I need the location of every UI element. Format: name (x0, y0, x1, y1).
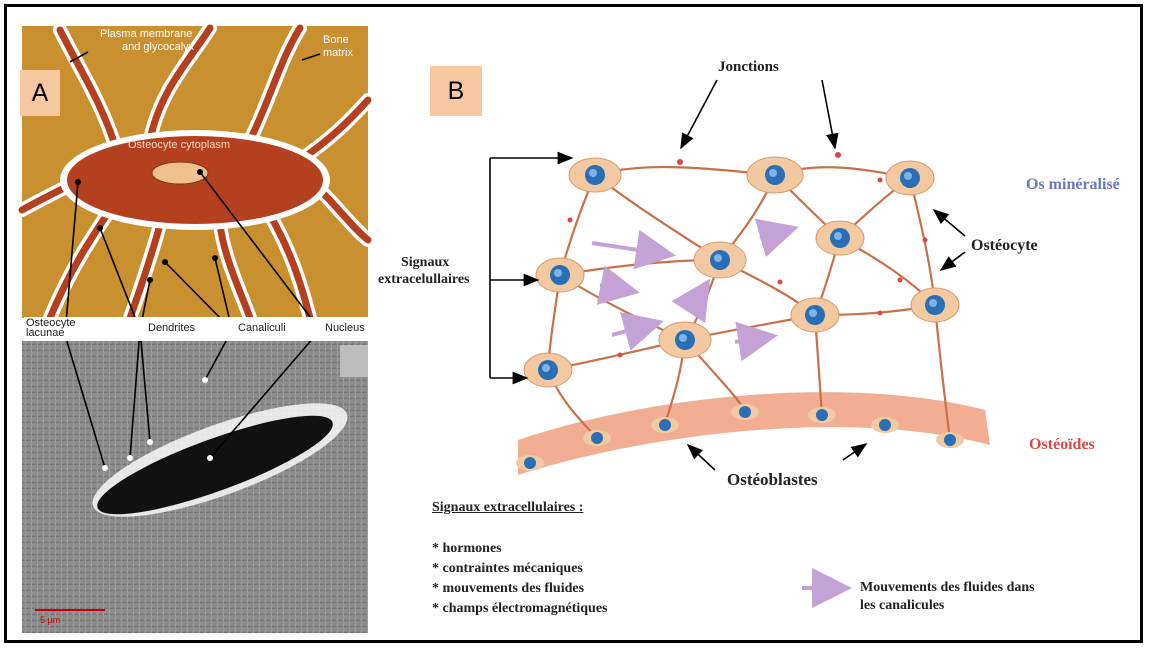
label-osteoblastes: Ostéoblastes (727, 470, 818, 490)
label-signaux-2: extracelullaires (378, 272, 470, 288)
label-osteocyte: Ostéocyte (971, 237, 1038, 255)
label-osteoides: Ostéoïdes (1029, 436, 1095, 454)
legend-line-1: Mouvements des fluides dans (860, 580, 1035, 596)
label-os-mineralise: Os minéralisé (1026, 176, 1120, 194)
signals-list-item-2: * contraintes mécaniques (432, 561, 583, 577)
panel-b-badge: B (430, 66, 482, 116)
signals-list-item-1: * hormones (432, 541, 502, 557)
label-signaux-1: Signaux (401, 255, 449, 271)
signals-list-item-4: * champs électromagnétiques (432, 601, 608, 617)
legend-line-2: les canalicules (860, 598, 944, 614)
label-jonctions: Jonctions (718, 59, 779, 76)
signals-list-item-3: * mouvements des fluides (432, 581, 584, 597)
signals-list-title: Signaux extracellulaires : (432, 500, 583, 516)
